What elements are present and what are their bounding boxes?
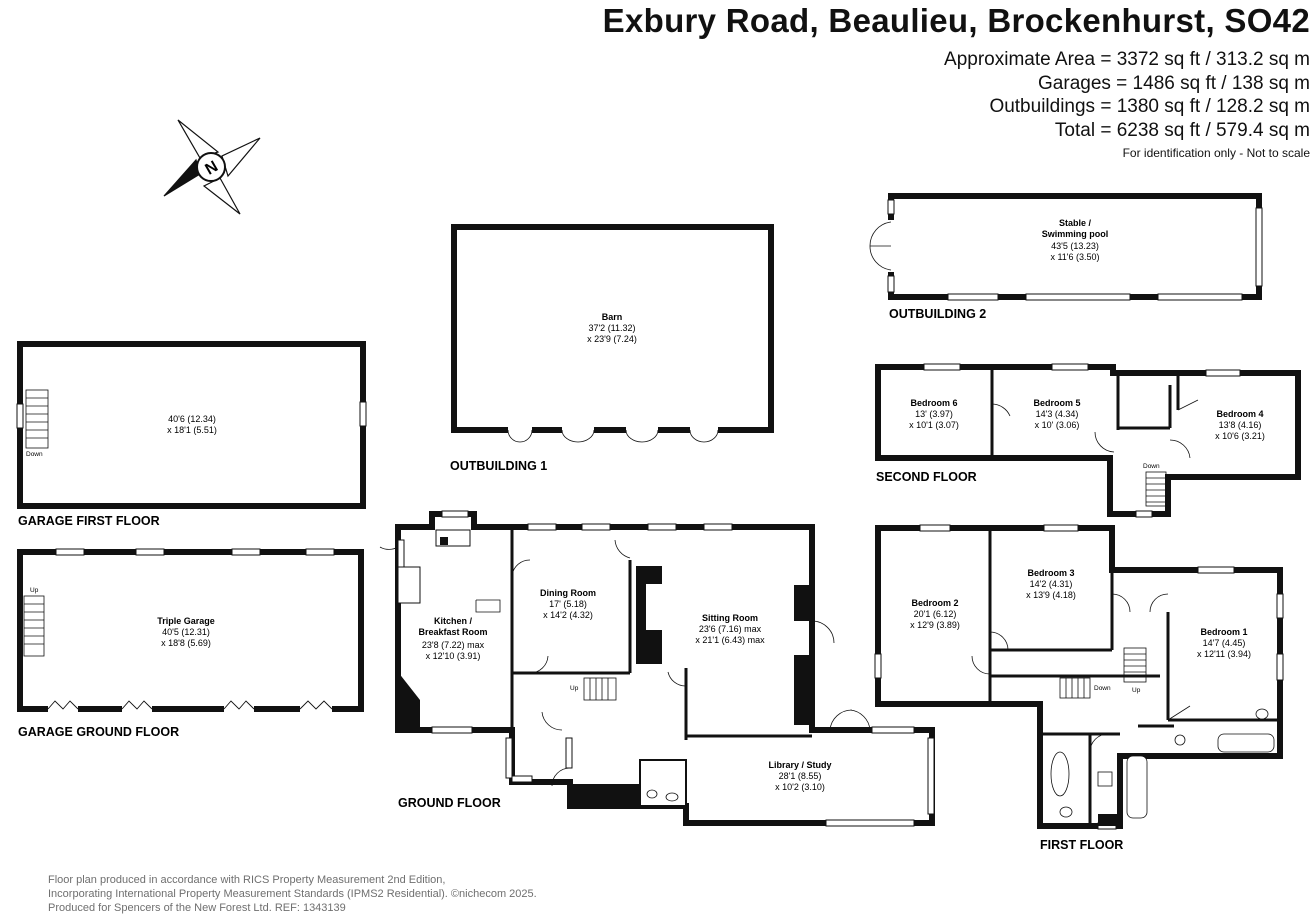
- room-name: Sitting Room: [702, 613, 758, 623]
- footer-line: Incorporating International Property Mea…: [48, 888, 537, 900]
- room-name: Bedroom 5: [1033, 398, 1080, 408]
- room-dimension: x 23'9 (7.24): [587, 334, 637, 344]
- floor-label: OUTBUILDING 1: [450, 459, 547, 473]
- stairs-icon: [23, 595, 45, 657]
- second-floor: Down Bedroom 6 13' (3.97) x 10'1 (3.07) …: [875, 363, 1301, 518]
- room-dimension: x 12'10 (3.91): [426, 651, 481, 661]
- room-name: Bedroom 4: [1216, 409, 1263, 419]
- stairs-icon: [583, 677, 617, 701]
- room-name: Bedroom 2: [911, 598, 958, 608]
- room-dimension: x 11'6 (3.50): [1050, 252, 1099, 262]
- page-title: Exbury Road, Beaulieu, Brockenhurst, SO4…: [602, 2, 1310, 39]
- floor-label: GARAGE GROUND FLOOR: [18, 725, 179, 739]
- room-dimension: x 13'9 (4.18): [1026, 590, 1076, 600]
- room-dimension: 43'5 (13.23): [1051, 241, 1099, 251]
- room-name: Barn: [602, 312, 623, 322]
- compass-icon: N: [163, 119, 261, 215]
- room-dimension: x 12'9 (3.89): [910, 620, 960, 630]
- room-dimension: 14'7 (4.45): [1203, 638, 1246, 648]
- stairs-icon: [1059, 647, 1147, 699]
- room-name: Stable /: [1059, 218, 1092, 228]
- outbuilding-1: Barn 37'2 (11.32) x 23'9 (7.24) OUTBUILD…: [450, 224, 774, 473]
- room-dimension: 13' (3.97): [915, 409, 953, 419]
- room-dimension: 14'2 (4.31): [1030, 579, 1073, 589]
- footer-line: Floor plan produced in accordance with R…: [48, 874, 446, 886]
- room-dimension: 37'2 (11.32): [588, 323, 635, 333]
- floor-label: FIRST FLOOR: [1040, 838, 1123, 852]
- room-name: Bedroom 1: [1200, 627, 1247, 637]
- garage-first-floor: Down 40'6 (12.34) x 18'1 (5.51) GARAGE F…: [16, 341, 367, 528]
- identification-note: For identification only - Not to scale: [1122, 146, 1310, 160]
- room-name: Triple Garage: [157, 616, 215, 626]
- room-dimension: 23'8 (7.22) max: [422, 640, 485, 650]
- room-dimension: 13'8 (4.16): [1219, 420, 1262, 430]
- ground-floor: Up Kitchen / Breakfast Room 23'8 (7.22) …: [379, 510, 935, 827]
- stairs-icon: [25, 389, 49, 449]
- floor-label: SECOND FLOOR: [876, 470, 977, 484]
- room-name: Library / Study: [768, 760, 831, 770]
- room-dimension: x 10'1 (3.07): [909, 420, 959, 430]
- room-dimension: x 18'8 (5.69): [161, 638, 211, 648]
- room-name: Dining Room: [540, 588, 596, 598]
- room-name: Bedroom 3: [1027, 568, 1074, 578]
- stair-label: Up: [570, 685, 579, 692]
- room-dimension: 23'6 (7.16) max: [699, 624, 762, 634]
- area-outbuildings: Outbuildings = 1380 sq ft / 128.2 sq m: [989, 96, 1310, 117]
- room-dimension: x 18'1 (5.51): [167, 425, 217, 435]
- room-dimension: x 10'2 (3.10): [775, 782, 825, 792]
- room-dimension: 28'1 (8.55): [779, 771, 822, 781]
- room-dimension: 40'6 (12.34): [168, 414, 216, 424]
- stair-label: Down: [1094, 685, 1111, 692]
- footer-credits: Floor plan produced in accordance with R…: [48, 873, 537, 915]
- room-dimension: x 10'6 (3.21): [1215, 431, 1265, 441]
- footer-line: Produced for Spencers of the New Forest …: [48, 902, 346, 914]
- garage-ground-floor: Up Triple Garage 40'5 (12.31) x 18'8 (5.…: [17, 548, 364, 739]
- bathtub-icon: [1050, 733, 1275, 819]
- floor-label: GROUND FLOOR: [398, 796, 501, 810]
- room-dimension: 17' (5.18): [549, 599, 587, 609]
- area-garages: Garages = 1486 sq ft / 138 sq m: [1038, 72, 1310, 94]
- area-total: Total = 6238 sq ft / 579.4 sq m: [1054, 119, 1310, 141]
- stair-label: Up: [30, 587, 39, 594]
- outbuilding-2: Stable / Swimming pool 43'5 (13.23) x 11…: [869, 193, 1263, 321]
- room-dimension: 14'3 (4.34): [1036, 409, 1079, 419]
- room-name: Bedroom 6: [910, 398, 957, 408]
- floor-label: GARAGE FIRST FLOOR: [18, 514, 160, 528]
- room-name: Swimming pool: [1042, 229, 1109, 239]
- room-dimension: x 10' (3.06): [1035, 420, 1080, 430]
- room-dimension: x 21'1 (6.43) max: [695, 635, 765, 645]
- stairs-icon: [1145, 471, 1167, 507]
- room-dimension: x 14'2 (4.32): [543, 610, 593, 620]
- stair-label: Down: [1143, 463, 1160, 470]
- room-dimension: 20'1 (6.12): [914, 609, 957, 619]
- room-name: Breakfast Room: [418, 627, 487, 637]
- floor-label: OUTBUILDING 2: [889, 307, 986, 321]
- stair-label: Down: [26, 451, 43, 458]
- room-name: Kitchen /: [434, 616, 473, 626]
- room-dimension: 40'5 (12.31): [162, 627, 210, 637]
- first-floor: Down Up Bedroom 2 20'1 (6.12) x 12'9 (3.…: [874, 524, 1284, 852]
- area-summary: Approximate Area = 3372 sq ft / 313.2 sq…: [944, 48, 1310, 142]
- area-approximate: Approximate Area = 3372 sq ft / 313.2 sq…: [944, 49, 1310, 70]
- stair-label: Up: [1132, 687, 1141, 694]
- room-dimension: x 12'11 (3.94): [1197, 649, 1251, 659]
